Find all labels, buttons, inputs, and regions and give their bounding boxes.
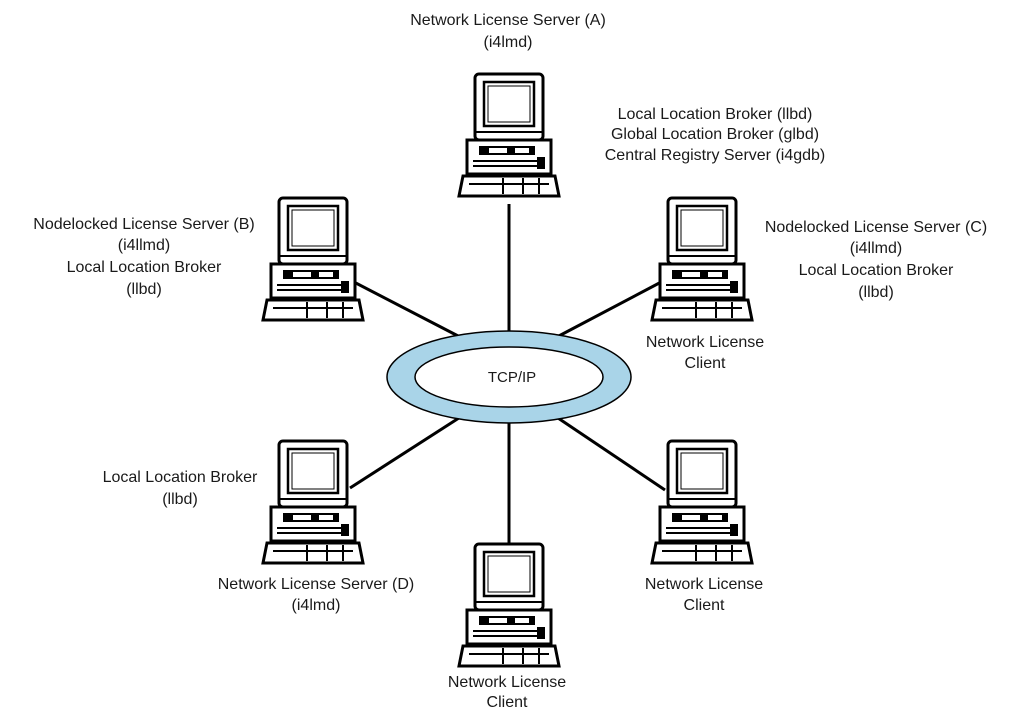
node-d-broker-process: (llbd)	[162, 491, 198, 508]
node-b-label: Nodelocked License Server (B) (i4llmd) L…	[33, 216, 254, 298]
node-c-client-line2: Client	[685, 355, 726, 372]
node-c-client-line1: Network License	[646, 334, 764, 351]
node-c-title: Nodelocked License Server (C)	[765, 219, 987, 236]
tcpip-label: TCP/IP	[488, 369, 536, 386]
link-d	[349, 414, 463, 490]
link-c	[554, 278, 666, 340]
node-a-label: Network License Server (A) (i4lmd)	[410, 12, 606, 51]
computer-d-icon	[261, 439, 365, 565]
node-a-service-glbd: Global Location Broker (glbd)	[611, 126, 819, 143]
node-e-client-line2: Client	[487, 694, 528, 711]
node-c-label: Nodelocked License Server (C) (i4llmd) L…	[646, 219, 987, 372]
node-f-label: Network License Client	[645, 576, 763, 614]
computer-e-icon	[457, 542, 561, 668]
computer-f-icon	[650, 439, 754, 565]
computer-b-icon	[261, 196, 365, 322]
node-f-client-line2: Client	[684, 597, 725, 614]
node-a-service-llbd: Local Location Broker (llbd)	[618, 106, 813, 123]
connections	[349, 204, 666, 552]
node-d-process: (i4lmd)	[292, 597, 341, 614]
node-b-title: Nodelocked License Server (B)	[33, 216, 254, 233]
node-e-client-line1: Network License	[448, 674, 566, 691]
node-c-broker: Local Location Broker	[799, 262, 954, 279]
node-f-client-line1: Network License	[645, 576, 763, 593]
node-c-process: (i4llmd)	[850, 240, 902, 257]
tcpip-ring: TCP/IP	[386, 330, 632, 424]
node-a-service-i4gdb: Central Registry Server (i4gdb)	[605, 147, 826, 164]
node-d-title: Network License Server (D)	[218, 576, 415, 593]
computer-a-icon	[457, 72, 561, 198]
node-b-broker-process: (llbd)	[126, 281, 162, 298]
node-a-title: Network License Server (A)	[410, 12, 606, 29]
node-d-label: Local Location Broker (llbd) Network Lic…	[103, 469, 415, 614]
node-c-broker-process: (llbd)	[858, 284, 894, 301]
node-e-label: Network License Client	[448, 674, 566, 711]
node-a-services: Local Location Broker (llbd) Global Loca…	[605, 106, 826, 164]
node-a-process: (i4lmd)	[484, 34, 533, 51]
computer-c-icon	[650, 196, 754, 322]
node-b-broker: Local Location Broker	[67, 259, 222, 276]
node-b-process: (i4llmd)	[118, 237, 170, 254]
link-f	[554, 414, 666, 492]
link-b	[349, 278, 463, 340]
node-d-broker: Local Location Broker	[103, 469, 258, 486]
